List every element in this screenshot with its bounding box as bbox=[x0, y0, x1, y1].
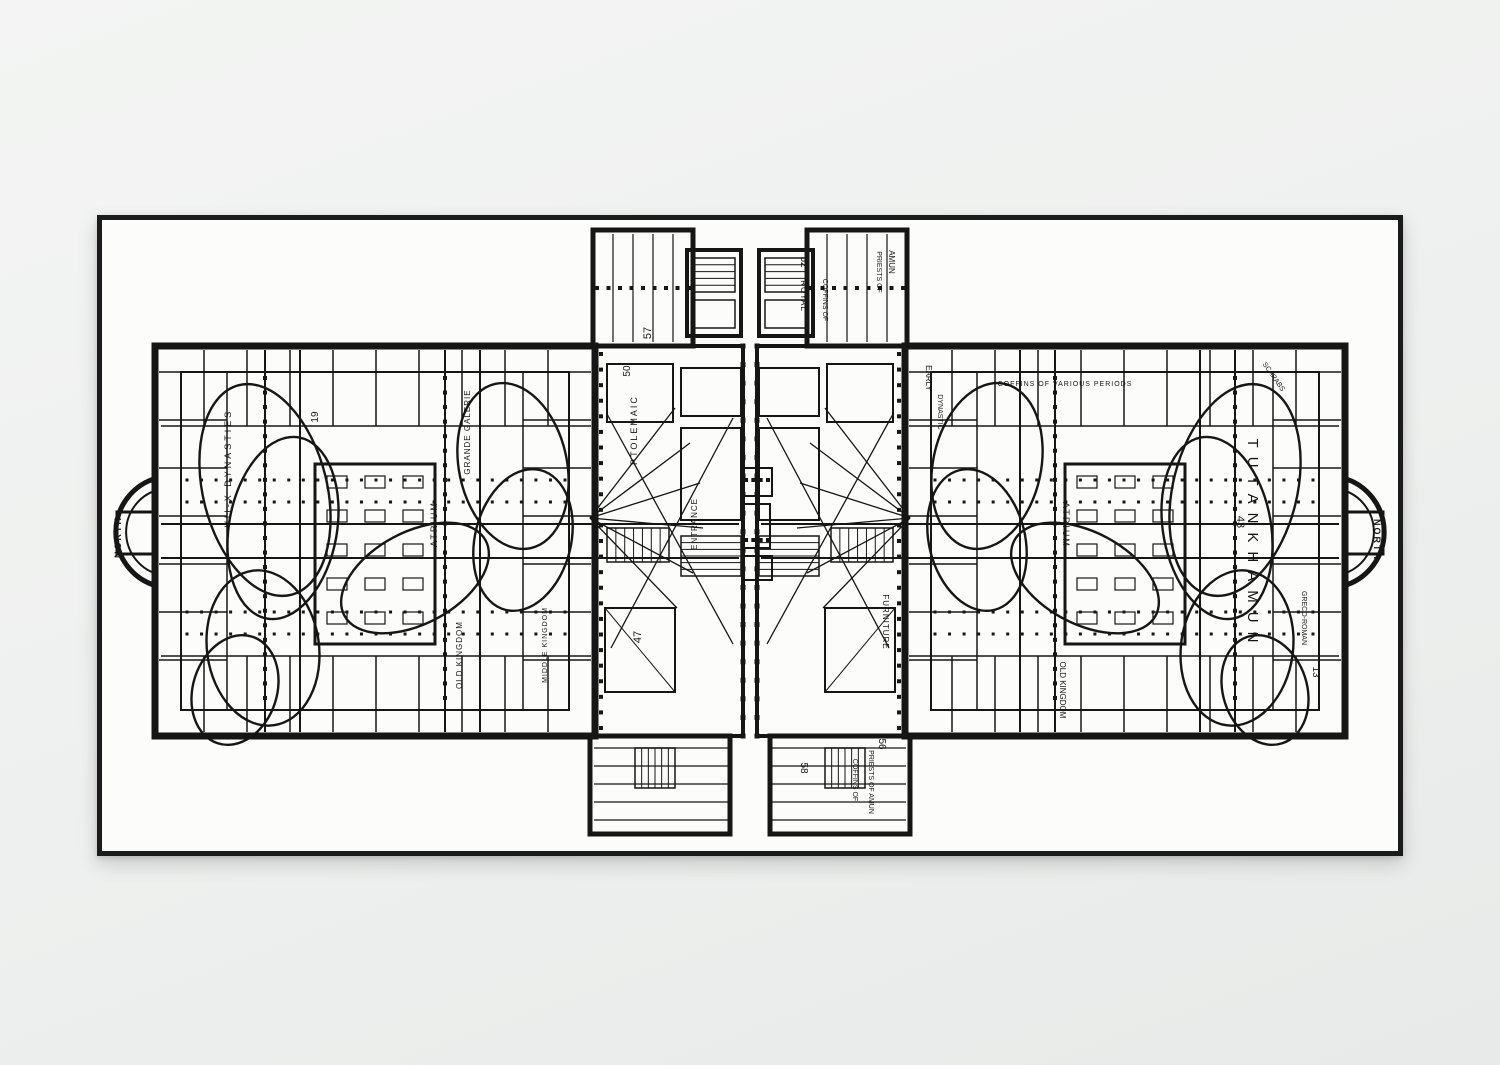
plan-label: 58 bbox=[798, 762, 809, 774]
plan-label: 52 bbox=[798, 256, 809, 268]
plan-label: PRIESTS OF AMUN bbox=[867, 750, 874, 814]
plan-label: 50 bbox=[622, 365, 633, 377]
plan-label: NORTH bbox=[113, 516, 123, 558]
plan-label: OLD KINGDOM bbox=[455, 621, 464, 689]
plan-label: AMUN bbox=[887, 250, 896, 274]
plan-label: 47 bbox=[632, 631, 644, 643]
plan-label: ATRIUM bbox=[1061, 502, 1071, 548]
plan-label: PTOLEMAIC bbox=[629, 395, 639, 465]
plan-label: OLD KINGDOM bbox=[1058, 662, 1067, 719]
left-plan bbox=[113, 227, 746, 837]
plan-label: TUTANKHAMUN bbox=[1244, 439, 1261, 652]
plan-label: COFFINS OF VARIOUS PERIODS bbox=[998, 381, 1133, 388]
plan-label: GRANDE GALERIE bbox=[463, 389, 472, 474]
plan-label: VII-X DYNASTIES bbox=[223, 409, 233, 528]
plan-label: ATRIUM bbox=[429, 501, 439, 547]
plan-label: 13 bbox=[1310, 666, 1321, 678]
center-connector bbox=[741, 467, 773, 581]
plan-label: COFFINS OF bbox=[851, 759, 858, 801]
plan-label: COFFINS OF bbox=[821, 279, 828, 321]
plan-label: PRIESTS OF bbox=[875, 251, 882, 293]
plan-label: 19 bbox=[310, 411, 321, 423]
plan-label: GRECO-ROMAN bbox=[1300, 591, 1307, 645]
plan-label: MIDDLE KINGDOM bbox=[542, 607, 549, 683]
plan-label: NORTH bbox=[1372, 519, 1382, 561]
plan-label: DYNASTIC bbox=[936, 394, 943, 429]
plan-label: ENTRANCE bbox=[690, 498, 699, 550]
right-plan bbox=[754, 227, 1387, 837]
plan-label: 43 bbox=[1234, 516, 1246, 528]
plan-label: EARLY bbox=[924, 365, 933, 391]
plan-label: 57 bbox=[642, 327, 654, 339]
plan-label: ROYAL bbox=[799, 280, 808, 312]
plan-label: 56 bbox=[876, 738, 887, 750]
plan-label: FURNITURE bbox=[881, 594, 890, 649]
